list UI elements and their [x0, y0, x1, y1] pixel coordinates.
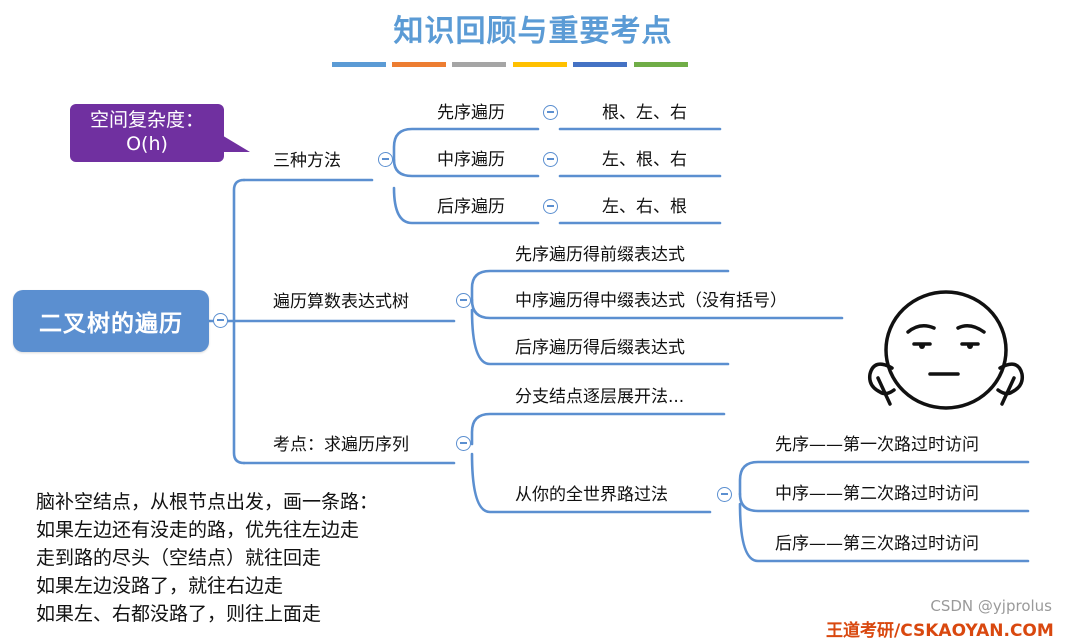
title-stripe-1: [332, 62, 386, 67]
expression-infix[interactable]: 中序遍历得中缀表达式（没有括号）: [515, 291, 787, 311]
collapse-minus-icon[interactable]: [456, 436, 471, 451]
method-postorder[interactable]: 后序遍历: [437, 197, 505, 217]
title-stripe-6: [634, 62, 688, 67]
expression-prefix[interactable]: 先序遍历得前缀表达式: [515, 245, 685, 265]
method-postorder-value: 左、右、根: [602, 197, 687, 217]
note-line-3: 走到路的尽头（空结点）就往回走: [36, 547, 322, 569]
title-stripe-4: [513, 62, 567, 67]
collapse-minus-icon[interactable]: [456, 293, 471, 308]
root-node[interactable]: 二叉树的遍历: [13, 290, 209, 352]
collapse-minus-icon[interactable]: [717, 487, 732, 502]
callout-pointer: [220, 134, 250, 152]
method-inorder[interactable]: 中序遍历: [437, 150, 505, 170]
title-stripe-2: [392, 62, 446, 67]
title-stripe-3: [452, 62, 506, 67]
space-complexity-callout: 空间复杂度： O(h): [70, 104, 224, 162]
note-line-4: 如果左边没路了，就往右边走: [36, 575, 284, 597]
expression-postfix[interactable]: 后序遍历得后缀表达式: [515, 338, 685, 358]
brand-watermark: 王道考研/CSKAOYAN.COM: [826, 621, 1054, 641]
note-line-5: 如果左、右都没路了，则往上面走: [36, 603, 322, 625]
path-preorder[interactable]: 先序——第一次路过时访问: [775, 435, 979, 455]
branch-expression[interactable]: 遍历算数表达式树: [273, 292, 409, 312]
exam-path-method[interactable]: 从你的全世界路过法: [515, 485, 668, 505]
callout-value: O(h): [126, 133, 168, 155]
callout-label: 空间复杂度：: [89, 109, 204, 131]
csdn-watermark: CSDN @yjprolus: [930, 597, 1052, 615]
branch-exam[interactable]: 考点：求遍历序列: [273, 435, 409, 455]
page-title: 知识回顾与重要考点: [393, 14, 673, 49]
method-inorder-value: 左、根、右: [602, 150, 687, 170]
path-postorder[interactable]: 后序——第三次路过时访问: [775, 534, 979, 554]
path-inorder[interactable]: 中序——第二次路过时访问: [775, 484, 979, 504]
collapse-minus-icon[interactable]: [543, 105, 558, 120]
collapse-minus-icon[interactable]: [378, 152, 393, 167]
title-stripe-5: [573, 62, 627, 67]
method-preorder[interactable]: 先序遍历: [437, 103, 505, 123]
method-preorder-value: 根、左、右: [602, 103, 687, 123]
branch-methods[interactable]: 三种方法: [273, 151, 341, 171]
shrug-face-icon: [867, 290, 1025, 410]
collapse-minus-icon[interactable]: [543, 199, 558, 214]
note-line-2: 如果左边还有没走的路，优先往左边走: [36, 519, 360, 541]
notes-block: 脑补空结点，从根节点出发，画一条路： 如果左边还有没走的路，优先往左边走 走到路…: [36, 488, 378, 628]
note-line-1: 脑补空结点，从根节点出发，画一条路：: [36, 491, 379, 513]
collapse-minus-icon[interactable]: [213, 313, 228, 328]
collapse-minus-icon[interactable]: [543, 152, 558, 167]
mindmap-stage: 知识回顾与重要考点: [13, 14, 1054, 641]
connector-lines: [207, 127, 1030, 563]
exam-expand-method[interactable]: 分支结点逐层展开法...: [515, 387, 685, 407]
